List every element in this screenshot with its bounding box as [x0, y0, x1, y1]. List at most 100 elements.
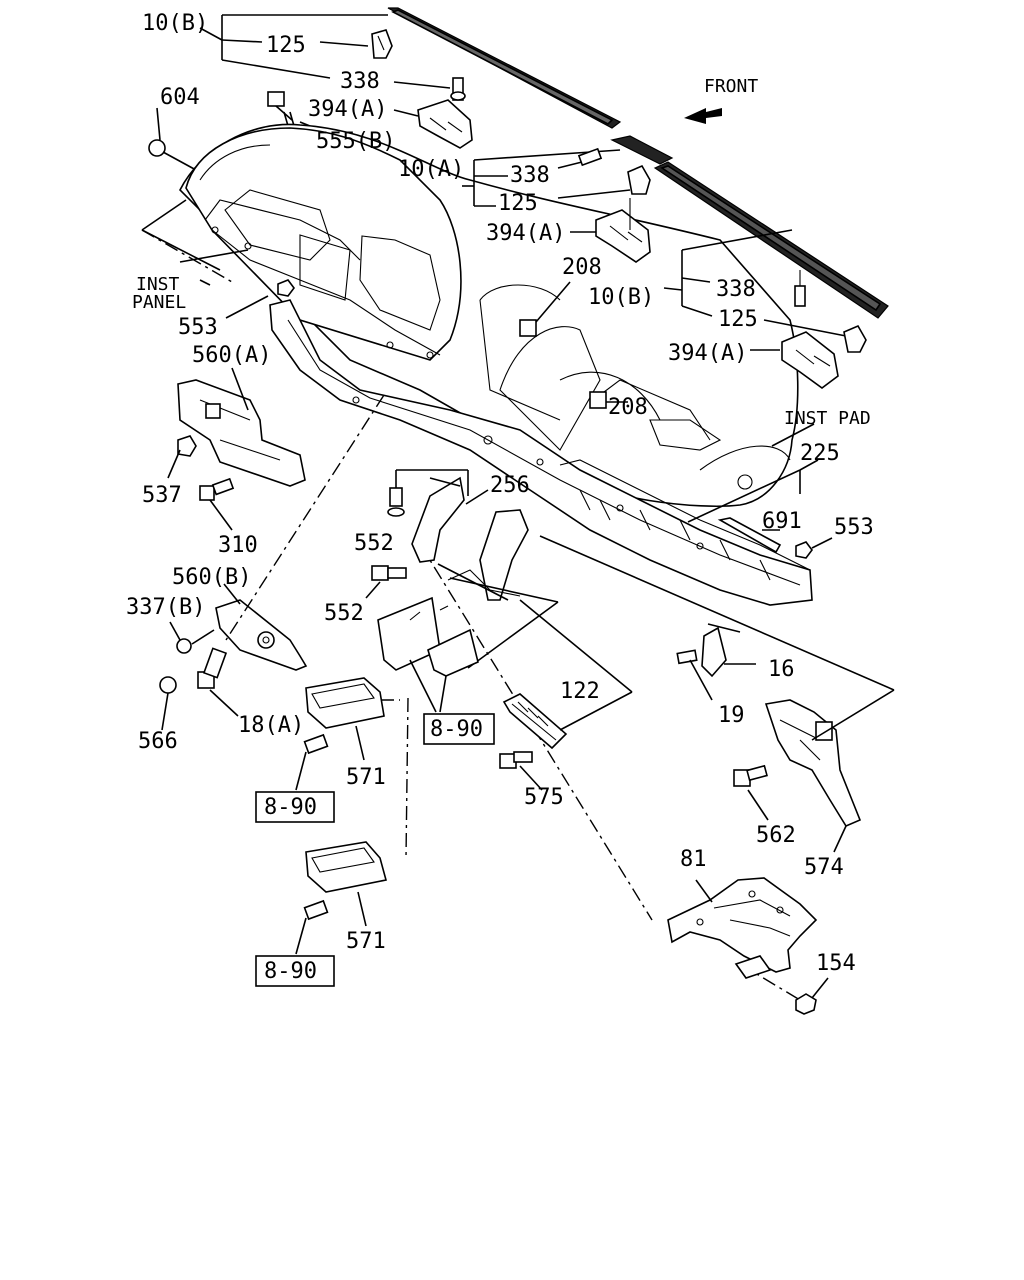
bracket-16: [701, 623, 756, 678]
bolt-552-top: [387, 487, 405, 517]
strip-691: [717, 517, 782, 554]
grommet-604: [148, 107, 197, 171]
bracket-256: [395, 469, 559, 669]
label-125-mid: 125: [498, 191, 538, 216]
clip-208-top: [519, 281, 571, 337]
label-125-top: 125: [266, 33, 306, 58]
nut-537: [167, 435, 197, 479]
clip-337b: [169, 621, 215, 654]
label-553-right: 553: [834, 515, 874, 540]
label-394a-mid: 394(A): [486, 221, 565, 246]
ref-box-8-90-bottom: [255, 955, 335, 987]
clip-125-top: [371, 29, 393, 59]
label-555b: 555(B): [316, 129, 395, 154]
label-394a-top: 394(A): [308, 97, 387, 122]
label-571-bottom: 571: [346, 929, 386, 954]
clip-125-mid: [627, 164, 651, 195]
bolt-18a: [197, 647, 239, 717]
label-566: 566: [138, 729, 178, 754]
bracket-8-90-mid: [377, 596, 479, 713]
label-inst-panel-1: INST: [136, 274, 180, 295]
label-inst-panel-2: PANEL: [132, 292, 186, 313]
label-560b: 560(B): [172, 565, 251, 590]
label-10b-right: 10(B): [588, 285, 654, 310]
tray-571-bottom: [305, 841, 387, 927]
label-537: 537: [142, 483, 182, 508]
bracket-81: [667, 877, 818, 979]
switch-panel-122: [502, 599, 633, 750]
leader-group-10b-top: [199, 14, 451, 89]
instrument-panel: [179, 123, 799, 508]
label-154: 154: [816, 951, 856, 976]
label-552-top: 552: [354, 531, 394, 556]
bracket-560a: [177, 367, 306, 487]
label-575: 575: [524, 785, 564, 810]
label-122: 122: [560, 679, 600, 704]
label-574: 574: [804, 855, 844, 880]
label-225: 225: [800, 441, 840, 466]
bracket-394a-right: [781, 331, 839, 389]
front-arrow: [684, 108, 722, 124]
bolt-310: [199, 477, 235, 531]
label-10b-top: 10(B): [142, 11, 208, 36]
screw-575: [499, 751, 543, 791]
label-81: 81: [680, 847, 707, 872]
nut-553-left: [225, 279, 295, 319]
label-125-right: 125: [718, 307, 758, 332]
label-18a: 18(A): [238, 713, 304, 738]
label-394a-right: 394(A): [668, 341, 747, 366]
oring-566: [159, 676, 177, 731]
bolt-562: [733, 764, 769, 821]
label-256: 256: [490, 473, 530, 498]
bracket-574: [539, 535, 895, 853]
label-ref-8-90-left: 8-90: [264, 795, 317, 820]
bolt-552-bottom: [365, 565, 407, 599]
label-571-top: 571: [346, 765, 386, 790]
leader-225: [687, 459, 819, 523]
screw-338-top: [450, 77, 466, 101]
clip-125-right: [843, 324, 867, 353]
defroster-trim-strip-left: [387, 7, 622, 129]
bracket-394a-top: [393, 99, 473, 149]
label-ref-8-90-bottom: 8-90: [264, 959, 317, 984]
label-560a: 560(A): [192, 343, 271, 368]
screw-338-right: [794, 270, 806, 307]
label-604: 604: [160, 85, 200, 110]
label-310: 310: [218, 533, 258, 558]
label-552-bottom: 552: [324, 601, 364, 626]
label-inst-pad: INST PAD: [784, 408, 871, 429]
bracket-394a-mid: [595, 198, 651, 263]
label-562: 562: [756, 823, 796, 848]
label-338-right: 338: [716, 277, 756, 302]
defroster-trim-strip-right: [653, 161, 889, 319]
ref-box-8-90-left: [255, 791, 335, 823]
label-338-top: 338: [340, 69, 380, 94]
label-front: FRONT: [704, 76, 758, 97]
clip-208-bottom: [589, 391, 628, 409]
label-ref-8-90-mid: 8-90: [430, 717, 483, 742]
label-338-mid: 338: [510, 163, 550, 188]
cross-beam: [269, 299, 813, 606]
label-208-top: 208: [562, 255, 602, 280]
label-10a: 10(A): [398, 157, 464, 182]
screw-19: [676, 649, 713, 701]
part-labels: 10(B) 125 338 604 394(A) 555(B) FRONT 10…: [126, 11, 874, 987]
leader-group-10b-right: [663, 229, 847, 351]
label-553-left: 553: [178, 315, 218, 340]
tray-571-top: [305, 677, 385, 761]
label-19: 19: [718, 703, 745, 728]
screw-8-90-left: [295, 733, 329, 791]
label-208-bottom: 208: [608, 395, 648, 420]
label-691: 691: [762, 509, 802, 534]
nut-154: [795, 977, 829, 1015]
screw-338-mid: [577, 147, 603, 167]
ref-box-8-90-mid: [423, 713, 495, 745]
defroster-trim-strip-mid: [610, 135, 674, 165]
inst-panel-leaders: [141, 199, 249, 286]
inst-pad-leader: [771, 423, 815, 447]
label-16: 16: [768, 657, 795, 682]
screw-8-90-bottom: [295, 899, 329, 955]
nut-553-right: [795, 537, 833, 559]
label-337b: 337(B): [126, 595, 205, 620]
